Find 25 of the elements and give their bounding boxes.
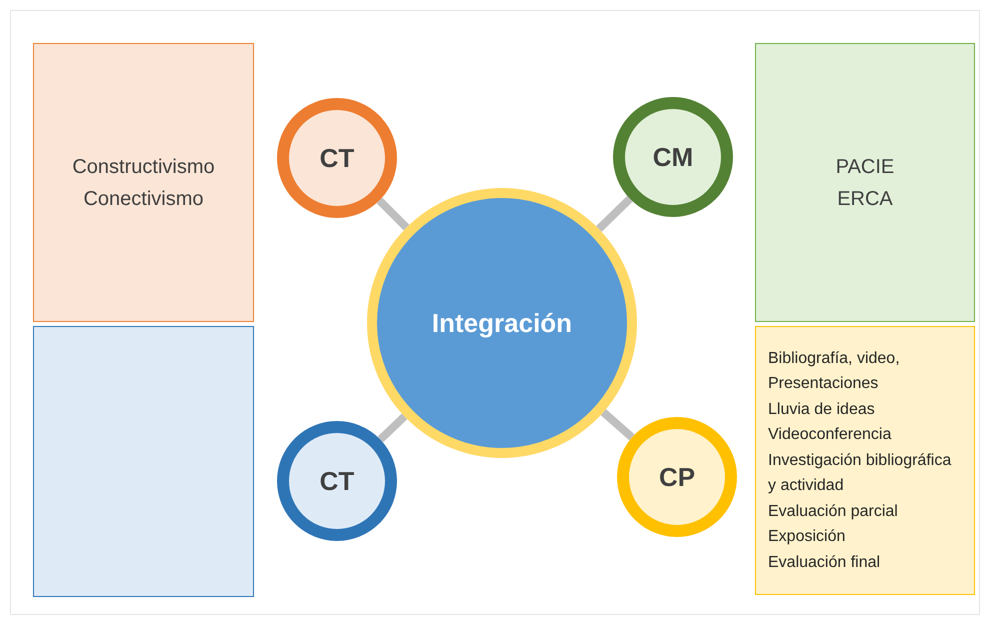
text-box	[755, 43, 975, 322]
node-text: Lluvia de ideas	[768, 400, 876, 420]
node-text: Investigación bibliográfica y actividad	[768, 450, 952, 496]
node-text: Videoconferencia	[768, 425, 892, 446]
node-text: PACIE	[836, 154, 894, 180]
node-text: CP	[658, 460, 696, 494]
node-text: CT	[320, 142, 354, 174]
node-text: CM	[652, 140, 694, 174]
node-text: Evaluación final	[768, 552, 882, 573]
node-text: Conectivismo	[83, 186, 204, 212]
node-text: Evaluación parcial	[768, 502, 899, 522]
node-text: Integración	[432, 306, 572, 340]
connector-line	[376, 198, 410, 230]
node-text: Bibliografía, video,	[768, 348, 901, 369]
node-text: Presentaciones	[768, 374, 880, 394]
connector-line	[378, 413, 408, 442]
node-text: CT	[320, 464, 354, 498]
text-box	[33, 43, 254, 322]
connector-line	[600, 409, 635, 440]
node-text: ERCA	[837, 186, 893, 212]
node-text: Constructivismo	[72, 154, 215, 180]
text-box	[33, 326, 254, 597]
text-box	[755, 326, 975, 595]
connector-line	[596, 196, 633, 232]
node-text: Exposición	[768, 527, 846, 548]
